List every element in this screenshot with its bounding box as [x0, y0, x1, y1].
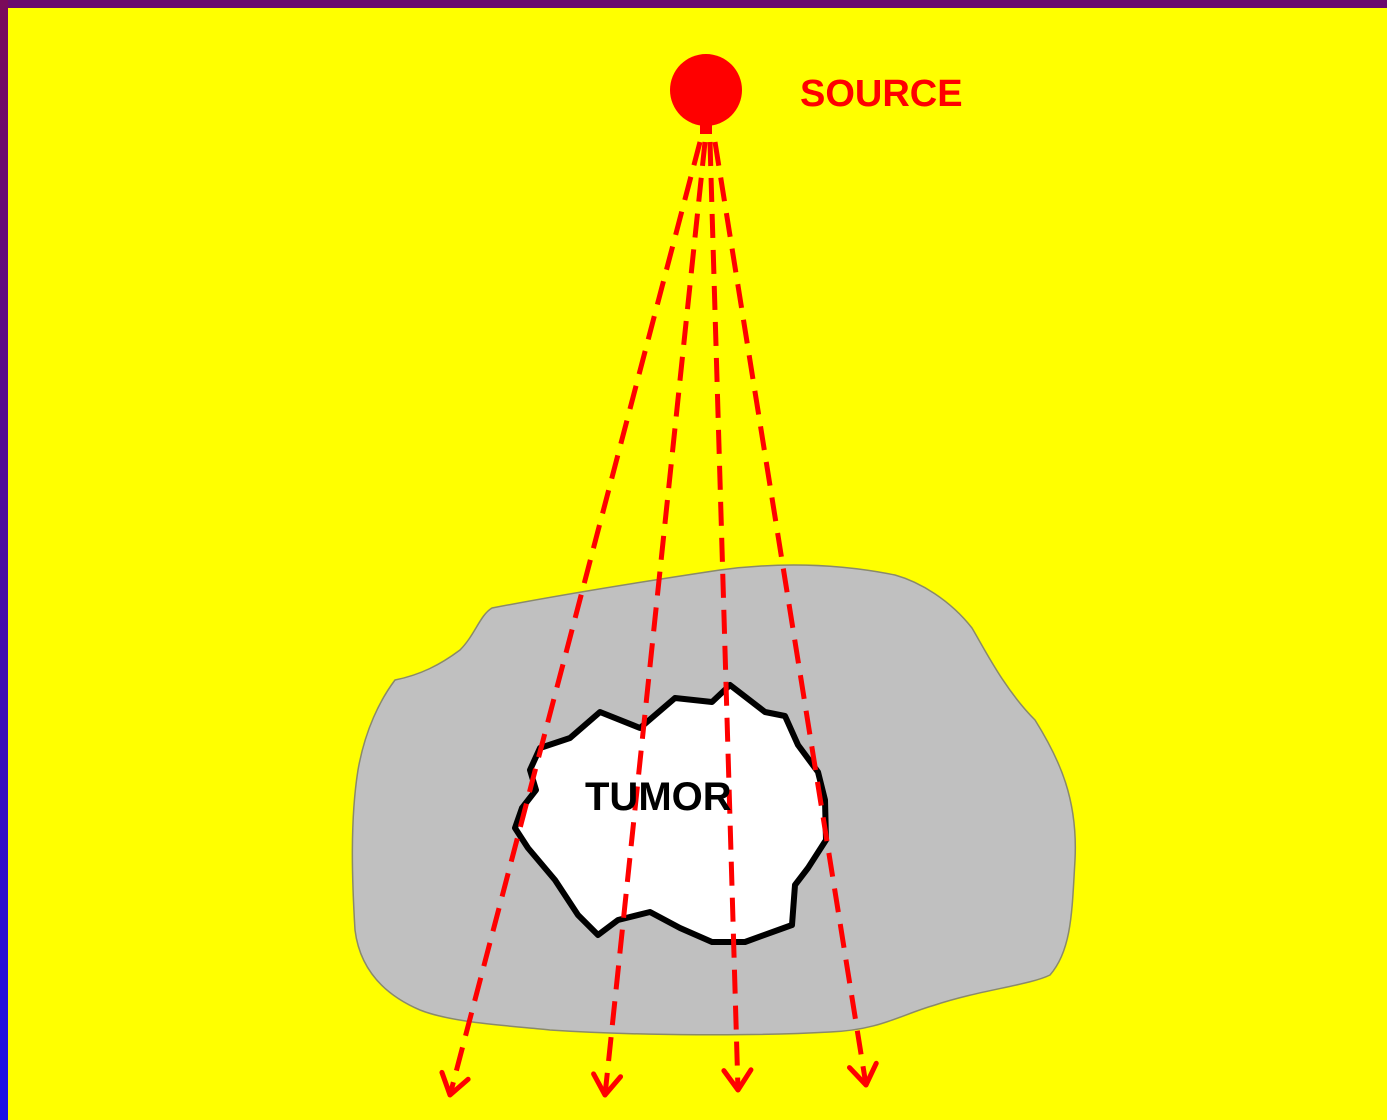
top-border [0, 0, 1387, 8]
arrowhead-icon [591, 1071, 624, 1098]
tumor-label: TUMOR [585, 775, 732, 819]
arrowhead-icon [721, 1067, 754, 1093]
beam-line-4 [712, 141, 869, 1086]
beam-group [439, 141, 879, 1098]
tumor-region [512, 682, 829, 945]
beam-line-1 [447, 141, 703, 1096]
beam-line-3 [707, 141, 741, 1091]
source-label: SOURCE [800, 73, 963, 115]
left-border [0, 0, 8, 1120]
beam-line-2 [602, 141, 708, 1096]
arrowhead-icon [439, 1069, 471, 1098]
source-nozzle [700, 120, 712, 134]
radiation-source-dot-icon [670, 54, 742, 126]
arrowhead-icon [846, 1060, 879, 1088]
